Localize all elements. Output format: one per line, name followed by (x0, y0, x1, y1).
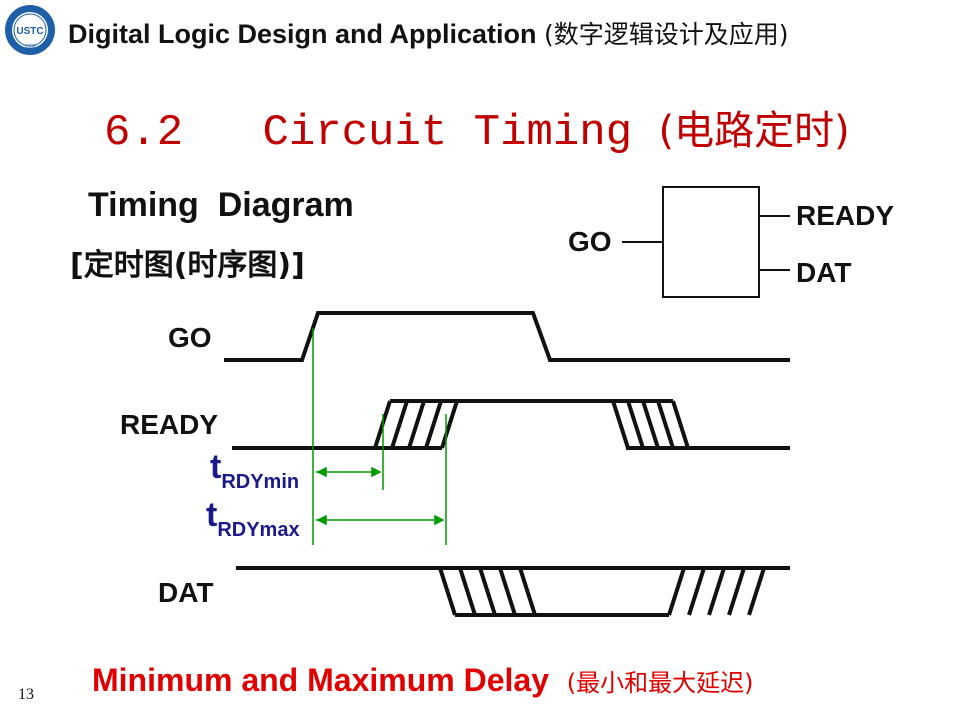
slide-title-en: Circuit Timing (262, 108, 633, 158)
block-output-ready-label: READY (796, 200, 895, 231)
signal-label-ready: READY (120, 409, 219, 440)
course-title-cn: (数字逻辑设计及应用) (544, 20, 789, 49)
logo-year: 1958 (24, 44, 35, 50)
signal-label-dat: DAT (158, 577, 214, 608)
block-input-label: GO (568, 226, 612, 257)
logo-text: USTC (16, 26, 43, 37)
go-waveform (224, 311, 790, 362)
section-number: 6.2 (104, 108, 184, 158)
t-min-symbol: t (210, 448, 222, 486)
course-title-en: Digital Logic Design and Application (68, 19, 537, 49)
footer-caption: Minimum and Maximum Delay (最小和最大延迟) (92, 662, 754, 699)
t-max-subscript: RDYmax (217, 519, 300, 541)
signal-label-go: GO (168, 322, 212, 353)
page-number: 13 (18, 686, 34, 703)
timing-markers (312, 328, 447, 545)
slide-title: 6.2 Circuit Timing (电路定时) (104, 98, 850, 158)
diagram-heading-cn: [定时图(时序图)] (70, 248, 305, 283)
dat-waveform (236, 566, 790, 617)
ready-waveform (232, 399, 790, 450)
t-rdy-min-label: tRDYmin (210, 448, 299, 494)
block-output-dat-label: DAT (796, 257, 852, 288)
t-max-symbol: t (206, 496, 218, 534)
t-min-subscript: RDYmin (221, 471, 300, 493)
diagram-heading: Timing Diagram (88, 186, 354, 224)
footer-caption-cn: (最小和最大延迟) (566, 669, 754, 697)
university-logo: USTC 1958 (5, 5, 55, 55)
course-title: Digital Logic Design and Application (数字… (68, 15, 789, 51)
logic-block (662, 186, 760, 298)
t-rdy-max-label: tRDYmax (206, 496, 300, 542)
slide-title-cn: (电路定时) (658, 108, 850, 154)
footer-caption-en: Minimum and Maximum Delay (92, 662, 549, 698)
